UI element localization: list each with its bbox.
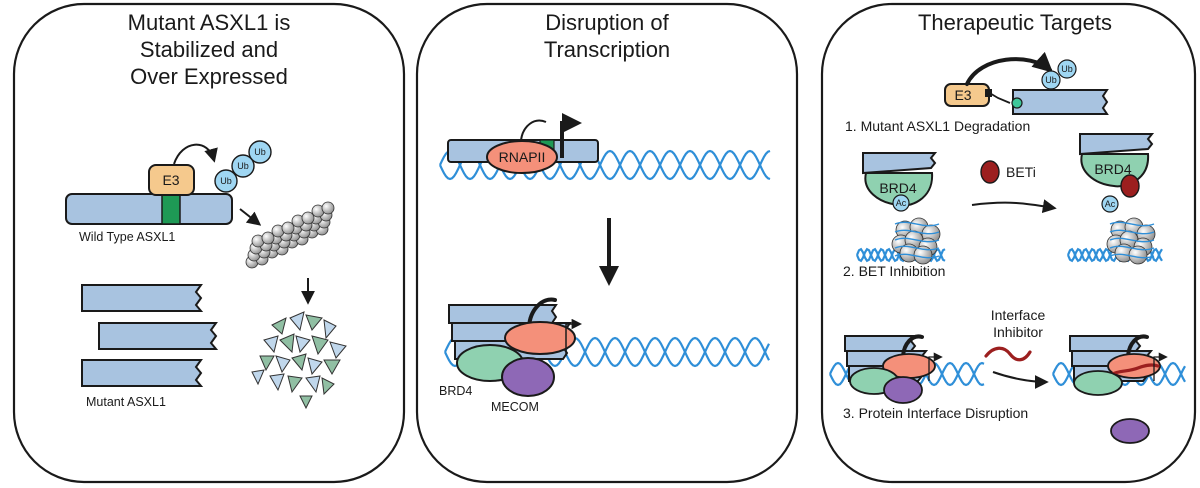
mutant-asxl1-stack — [81, 284, 219, 387]
wrapped-dna — [894, 229, 940, 235]
acetyl-mark — [1101, 195, 1119, 213]
panel-title-line: Disruption of — [545, 10, 669, 35]
step-interface-disruption: Interface Inhibitor 3. Protein Interface… — [829, 307, 1186, 444]
dna-strand-a — [439, 149, 771, 181]
step-bet-inhibition: BRD4 BRD4 Ac Ac BETi 2. BET Inhibition — [843, 133, 1163, 279]
wrapped-dna — [1109, 245, 1155, 251]
brd4-label: BRD4 — [879, 180, 917, 196]
e3-label: E3 — [954, 87, 971, 103]
panel-title: Therapeutic Targets — [918, 10, 1112, 35]
wrapped-dna — [894, 245, 940, 251]
brd4-label: BRD4 — [439, 384, 472, 398]
brd4 — [1073, 370, 1123, 396]
interface-inhibitor — [984, 346, 1032, 362]
wrapped-dna — [1109, 237, 1155, 243]
beti-label: BETi — [1006, 164, 1036, 180]
rna-transcript — [520, 119, 547, 141]
rnapii-label: RNAPII — [499, 149, 546, 165]
asxl1-bar — [862, 152, 938, 175]
e3-ligase — [148, 164, 195, 196]
svg-text:Ac: Ac — [896, 198, 907, 208]
panel-title-line: Stabilized and — [140, 37, 278, 62]
nucleosome — [891, 217, 941, 265]
inhibition-arrow — [971, 199, 1057, 214]
svg-text:Ub: Ub — [254, 147, 266, 157]
bound-inhibitor — [1106, 363, 1160, 378]
beti-bound — [1120, 174, 1140, 198]
proteasome-subunit — [301, 211, 315, 225]
proteasome-subunit — [281, 221, 295, 235]
green-band — [161, 193, 181, 225]
released-mecom — [1110, 418, 1150, 444]
svg-text:Ub: Ub — [220, 176, 232, 186]
rnapii — [486, 140, 558, 174]
e3-label: E3 — [162, 172, 179, 188]
panel-stabilized: Mutant ASXL1 is Stabilized and Over Expr… — [12, 2, 406, 484]
svg-text:Ac: Ac — [1105, 199, 1116, 209]
transcription-start-arrow — [560, 113, 582, 158]
wrapped-dna — [894, 253, 940, 259]
svg-text:Ub: Ub — [1061, 64, 1073, 74]
wrapped-dna — [1109, 253, 1155, 259]
ubiquitin-pair: Ub Ub — [1041, 59, 1077, 90]
step2-label: 2. BET Inhibition — [843, 263, 945, 279]
mutant-asxl1-bar — [448, 304, 558, 324]
inhibitor-label-line: Inhibitor — [993, 324, 1043, 340]
inhibitor-label-line: Interface — [991, 307, 1046, 323]
panel-title-line: Mutant ASXL1 is — [128, 10, 291, 35]
proteasome — [245, 201, 335, 269]
ubiquitin-chain: Ub Ub Ub — [214, 140, 272, 193]
transcription-start-arrow — [565, 318, 583, 356]
to-proteasome-arrow — [239, 208, 262, 226]
acetyl-mark — [892, 194, 910, 212]
asxl1-bar — [1079, 133, 1155, 156]
wrapped-dna — [894, 237, 940, 243]
disruption-arrow — [992, 371, 1049, 389]
wrapped-dna — [1109, 221, 1155, 227]
proteasome-subunit — [321, 201, 335, 215]
nucleosome — [1106, 217, 1156, 265]
panel-therapeutic: Therapeutic Targets E3 Ub Ub 1. Mutant A… — [820, 2, 1197, 484]
mecom — [883, 376, 923, 404]
step-degradation: E3 Ub Ub 1. Mutant ASXL1 Degradation — [845, 51, 1109, 134]
panel-title-line: Transcription — [544, 37, 670, 62]
mecom-label: MECOM — [491, 400, 539, 414]
brd4-label: BRD4 — [1094, 161, 1132, 177]
proteasome-subunit — [261, 231, 275, 245]
rnapii-complex — [504, 321, 576, 355]
ubiquitination-arrow — [173, 143, 218, 165]
panel-title-line: Over Expressed — [130, 64, 288, 89]
beti-molecule — [980, 160, 1000, 184]
step1-label: 1. Mutant ASXL1 Degradation — [845, 118, 1030, 134]
wrapped-dna — [1109, 229, 1155, 235]
wrapped-dna — [894, 221, 940, 227]
panel-transcription: Disruption of Transcription RNAPII BRD4 … — [415, 2, 799, 484]
peptide-fragments — [251, 311, 347, 410]
mecom — [501, 357, 555, 397]
wild-type-asxl1: E3 Ub Ub Ub Wild Type ASXL1 — [65, 140, 272, 244]
mutant-label: Mutant ASXL1 — [86, 395, 166, 409]
wild-type-label: Wild Type ASXL1 — [79, 230, 175, 244]
step3-label: 3. Protein Interface Disruption — [843, 405, 1028, 421]
svg-text:Ub: Ub — [1045, 75, 1057, 85]
ubiquitination-arrow — [965, 51, 1053, 86]
svg-text:Ub: Ub — [237, 161, 249, 171]
